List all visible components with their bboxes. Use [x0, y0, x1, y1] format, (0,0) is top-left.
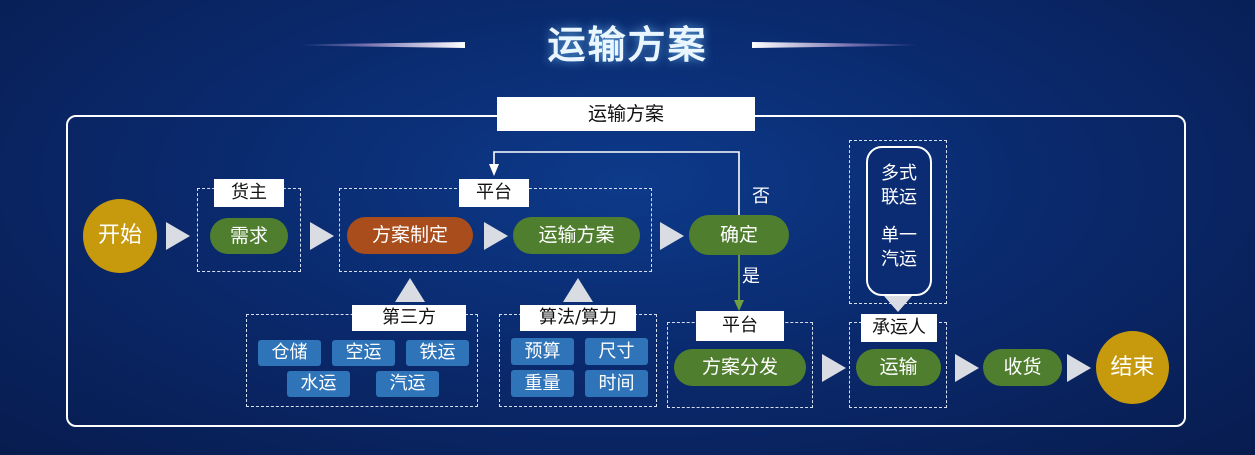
mode-single-line2: 汽运 [881, 249, 917, 270]
transport-plan-node: 运输方案 [513, 217, 640, 254]
tag-weight: 重量 [511, 370, 574, 397]
arrow-plan-transport [484, 222, 508, 250]
arrow-shipper-platform [310, 222, 334, 250]
tag-size: 尺寸 [585, 338, 648, 365]
transport-modes-box: 多式 联运 单一 汽运 [866, 146, 932, 296]
demand-node: 需求 [210, 218, 288, 254]
title-deco-left [300, 42, 465, 48]
shipper-label: 货主 [214, 179, 284, 207]
platform2-label: 平台 [696, 311, 784, 341]
modes-group [849, 140, 947, 304]
end-node: 结束 [1096, 331, 1169, 404]
tag-road: 汽运 [376, 371, 439, 397]
feedback-arrowhead [489, 164, 499, 176]
plan-distribute-node: 方案分发 [674, 349, 806, 386]
mode-multimodal-line1: 多式 [881, 163, 917, 184]
yes-arrowhead [734, 300, 744, 311]
arrow-receive-end [1067, 354, 1091, 382]
start-node: 开始 [83, 199, 157, 273]
arrow-start-shipper [166, 222, 190, 250]
receive-node: 收货 [983, 349, 1062, 386]
algorithm-label: 算法/算力 [520, 305, 636, 331]
mode-single-line1: 单一 [881, 225, 917, 246]
arrow-platform-confirm [660, 222, 684, 250]
frame-label: 运输方案 [497, 97, 755, 131]
page-title: 运输方案 [547, 23, 708, 67]
arrow-thirdparty-up [395, 278, 425, 302]
tag-air: 空运 [332, 340, 395, 366]
arrow-transport-receive [955, 354, 979, 382]
arrow-distribute-carrier [822, 354, 846, 382]
title-deco-right [752, 42, 917, 48]
third-party-label: 第三方 [352, 305, 466, 331]
no-label: 否 [752, 186, 770, 207]
tag-rail: 铁运 [406, 340, 469, 366]
tag-time: 时间 [585, 370, 648, 397]
tag-warehouse: 仓储 [258, 340, 321, 366]
arrow-algorithm-up [563, 278, 593, 302]
confirm-node: 确定 [689, 215, 789, 255]
yes-label: 是 [742, 266, 760, 287]
plan-making-node: 方案制定 [347, 217, 473, 254]
tag-water: 水运 [287, 371, 350, 397]
tag-budget: 预算 [511, 338, 574, 365]
feedback-line [493, 151, 740, 216]
platform-label: 平台 [459, 179, 529, 207]
transport-node: 运输 [856, 349, 941, 386]
mode-multimodal-line2: 联运 [881, 187, 917, 208]
carrier-label: 承运人 [861, 314, 937, 342]
arrow-modes-down [884, 296, 912, 312]
